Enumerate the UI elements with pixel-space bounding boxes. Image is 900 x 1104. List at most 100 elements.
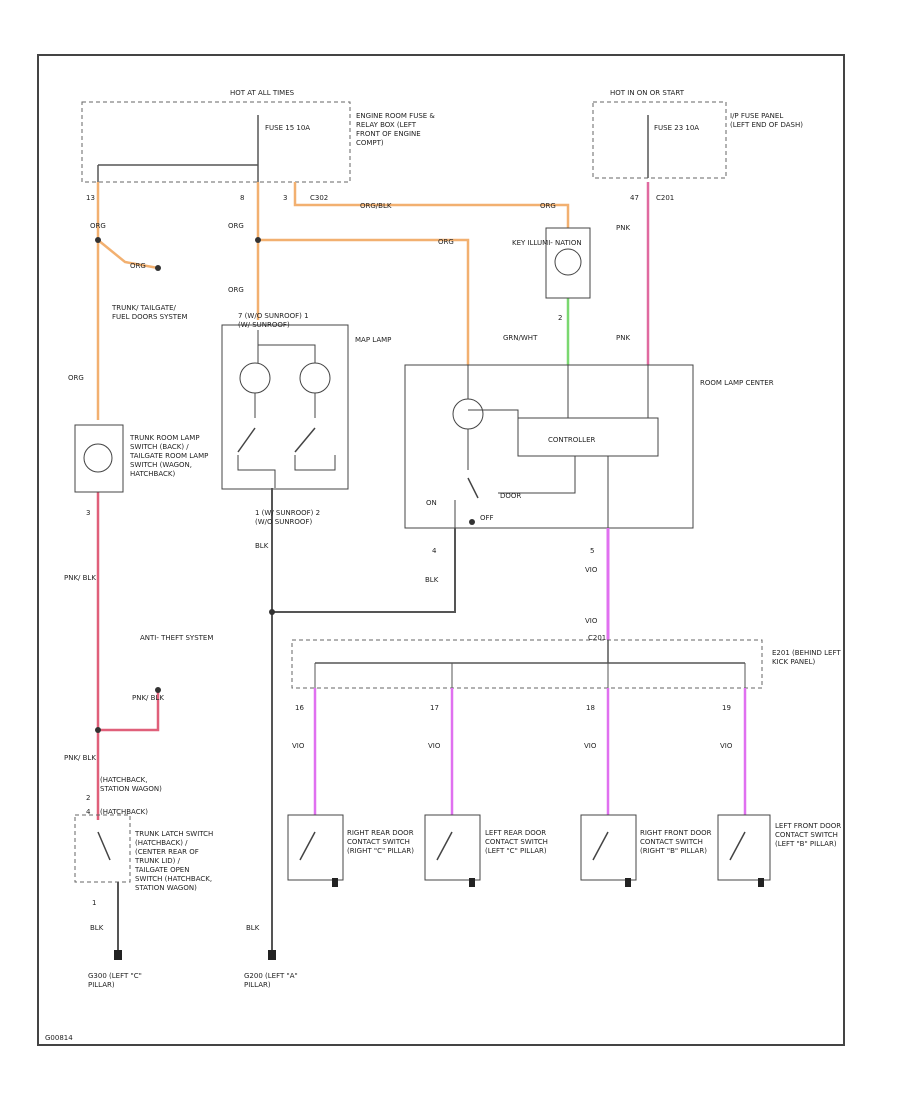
rr-ground-icon — [332, 878, 338, 887]
label-sunroof-bottom: 1 (W/ SUNROOF) 2(W/O SUNROOF) — [255, 509, 320, 526]
label-vio-f: VIO — [720, 742, 733, 750]
label-org-f: ORG — [228, 286, 244, 294]
ctrl-wire-e — [498, 456, 576, 494]
orange-wire-room — [258, 238, 470, 365]
lf-switch-icon — [729, 831, 746, 861]
label-on: ON — [426, 499, 437, 507]
label-pin-5: 5 — [590, 547, 594, 555]
label-pin-19: 19 — [722, 704, 731, 712]
lr-door-switch-box — [424, 814, 481, 881]
label-org-g: ORG — [68, 374, 84, 382]
label-hot-at-all-times: HOT AT ALL TIMES — [230, 89, 295, 97]
label-pin-8: 8 — [240, 194, 244, 202]
rf-door-switch-box — [580, 814, 637, 881]
label-pin-17: 17 — [430, 704, 439, 712]
g300-ground-icon — [114, 950, 122, 960]
map-bulb-left-icon — [239, 362, 271, 394]
label-blk-a: BLK — [255, 542, 269, 550]
label-pin-16: 16 — [295, 704, 304, 712]
label-controller: CONTROLLER — [548, 436, 596, 444]
label-pin-4b: 4 — [86, 808, 91, 816]
rf-switch-icon — [592, 831, 609, 861]
room-off-node — [469, 519, 475, 525]
label-org-d: ORG — [438, 238, 454, 246]
node-e — [155, 265, 161, 271]
label-c201: C201 — [656, 194, 674, 202]
label-vio-a: VIO — [585, 566, 598, 574]
label-trunk-system: TRUNK/ TAILGATE/FUEL DOORS SYSTEM — [111, 304, 188, 321]
map-wire-e — [237, 455, 276, 488]
label-pnk-blk-a: PNK/ BLK — [64, 574, 96, 582]
label-org-e: ORG — [130, 262, 146, 270]
ip-fuse-box — [592, 101, 727, 179]
orange-wire-trunk — [97, 239, 159, 270]
room-lamp-box — [404, 364, 694, 529]
map-switch-right-icon — [294, 427, 316, 453]
lr-switch-icon — [436, 831, 453, 861]
label-vio-c: VIO — [292, 742, 305, 750]
label-g300: G300 (LEFT "C"PILLAR) — [88, 972, 142, 989]
label-pnk-blk-c: PNK/ BLK — [64, 754, 96, 762]
trunk-latch-box — [74, 814, 131, 883]
label-hatch-wagon: (HATCHBACK,STATION WAGON) — [100, 776, 162, 793]
node-b — [255, 237, 261, 243]
label-room-lamp: ROOM LAMP CENTER — [700, 379, 774, 387]
key-illum-bulb-icon — [554, 248, 582, 276]
label-pin-1: 1 — [92, 899, 96, 907]
trunk-lamp-box — [74, 424, 124, 493]
label-org-c: ORG — [228, 222, 244, 230]
label-map-lamp: MAP LAMP — [355, 336, 391, 344]
label-grn-wht: GRN/WHT — [503, 334, 538, 342]
map-switch-left-icon — [237, 427, 256, 453]
label-c201b: C201 — [588, 634, 606, 642]
label-door: DOOR — [500, 492, 521, 500]
lf-door-switch-box — [717, 814, 771, 881]
ctrl-wire-c — [468, 409, 519, 418]
label-org-a: ORG — [540, 202, 556, 210]
label-pin-18: 18 — [586, 704, 595, 712]
label-pin-4: 4 — [432, 547, 437, 555]
label-g200: G200 (LEFT "A"PILLAR) — [244, 972, 298, 989]
map-wire-f — [294, 455, 336, 471]
red-wire-antitheft — [98, 690, 160, 732]
label-fuse-left: FUSE 15 10A — [265, 124, 310, 132]
black-wire-room — [272, 528, 456, 613]
label-pin-3b: 3 — [86, 509, 90, 517]
engine-fuse-box — [81, 101, 351, 183]
label-org-b: ORG — [90, 222, 106, 230]
label-blk-c: BLK — [90, 924, 104, 932]
label-blk-b: BLK — [425, 576, 439, 584]
label-hatchback: (HATCHBACK) — [100, 808, 148, 816]
label-c302: C302 — [310, 194, 328, 202]
rr-door-switch-box — [287, 814, 344, 881]
controller-box — [517, 417, 659, 457]
node-d — [155, 687, 161, 693]
label-pnk-b: PNK — [616, 334, 630, 342]
map-wire-b — [258, 344, 316, 363]
label-ip-fuse: I/P FUSE PANEL(LEFT END OF DASH) — [730, 112, 803, 129]
label-org-blk: ORG/BLK — [360, 202, 392, 210]
trunk-latch-switch-icon — [97, 831, 111, 861]
room-switch-icon — [467, 477, 479, 499]
label-pnk-blk-b: PNK/ BLK — [132, 694, 164, 702]
lf-ground-icon — [758, 878, 764, 887]
rf-ground-icon — [625, 878, 631, 887]
label-pin-13: 13 — [86, 194, 95, 202]
label-blk-d: BLK — [246, 924, 260, 932]
diagram-border — [37, 54, 845, 1046]
map-lamp-box — [221, 324, 349, 490]
label-sunroof-top: 7 (W/O SUNROOF) 1(W/ SUNROOF) — [238, 312, 309, 329]
label-off: OFF — [480, 514, 494, 522]
node-a — [95, 237, 101, 243]
room-bulb-icon — [452, 398, 484, 430]
label-fuse-right: FUSE 23 10A — [654, 124, 699, 132]
label-vio-d: VIO — [428, 742, 441, 750]
g200-ground-icon — [268, 950, 276, 960]
